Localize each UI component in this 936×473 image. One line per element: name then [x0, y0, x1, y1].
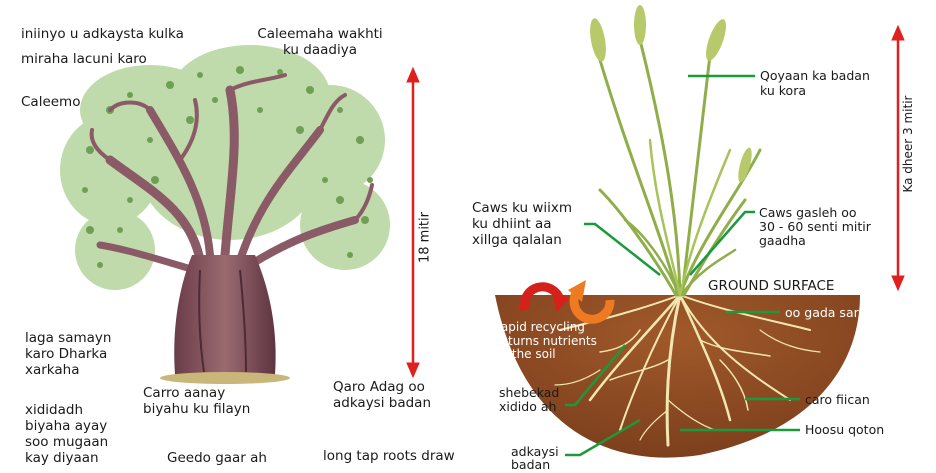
label-grass-height: Ka dheer 3 mitir — [901, 94, 915, 194]
label-network-line-1: shebekad — [499, 386, 559, 400]
label-deep: Hoosu qoton — [805, 422, 884, 438]
label-leaves: Caleemo — [21, 94, 80, 110]
label-recycle: rapid recycling returns nutrients to the… — [496, 321, 597, 362]
label-upper-roots: oo gada sare — [785, 305, 866, 321]
label-hollow-line-2: biyahu ku filayn — [143, 401, 250, 417]
label-recycle-line-2: returns nutrients — [496, 335, 597, 349]
label-tree-height: 18 mitir — [418, 208, 433, 268]
label-ground-surface: GROUND SURFACE — [708, 278, 834, 294]
label-recycle-line-1: rapid recycling — [496, 321, 597, 335]
grass-blades — [600, 40, 760, 295]
label-tap-roots: long tap roots draw — [323, 448, 455, 464]
label-hard-wood: Qaro Adag oo adkaysi badan — [333, 379, 431, 411]
label-seedhead-line-2: ku kora — [760, 83, 870, 98]
label-strength-line-2: badan — [511, 458, 559, 471]
label-roots-line-2: biyaha ayay — [25, 418, 108, 434]
label-leaf-right: Caws gasleh oo 30 - 60 senti mitir gaadh… — [759, 206, 871, 248]
label-leaf-left-line-2: ku dhiint aa — [472, 216, 572, 232]
label-top-2: miraha lacuni karo — [21, 51, 147, 67]
label-deciduous-line-2: ku daadiya — [250, 42, 390, 58]
label-bark-line-1: laga samayn — [25, 330, 111, 346]
label-leaf-left-line-3: xillga qalalan — [472, 232, 572, 248]
label-leaf-right-line-2: 30 - 60 senti mitir — [759, 220, 871, 234]
label-soil: caro fiican — [805, 392, 870, 408]
label-hollow-line-1: Carro aanay — [143, 385, 250, 401]
label-seedhead: Qoyaan ka badan ku kora — [760, 68, 870, 98]
label-hard-wood-line-2: adkaysi badan — [333, 395, 431, 411]
label-hollow: Carro aanay biyahu ku filayn — [143, 385, 250, 417]
label-roots-line-1: xididadh — [25, 402, 108, 418]
grass-seed-heads — [587, 5, 754, 184]
label-leaf-left: Caws ku wiixm ku dhiint aa xillga qalala… — [472, 200, 572, 248]
label-seedhead-line-1: Qoyaan ka badan — [760, 68, 870, 83]
label-roots: xididadh biyaha ayay soo mugaan kay diya… — [25, 402, 108, 466]
label-deciduous: Caleemaha wakhti ku daadiya — [250, 26, 390, 58]
label-recycle-line-3: to the soil — [496, 348, 597, 362]
label-bark: laga samayn karo Dharka xarkaha — [25, 330, 111, 378]
label-network-line-2: xidido ah — [499, 400, 559, 414]
label-hard-wood-line-1: Qaro Adag oo — [333, 379, 431, 395]
label-leaf-left-line-1: Caws ku wiixm — [472, 200, 572, 216]
label-bark-line-2: karo Dharka — [25, 346, 111, 362]
label-network: shebekad xidido ah — [499, 386, 559, 414]
label-leaf-right-line-3: gaadha — [759, 234, 871, 248]
label-deciduous-line-1: Caleemaha wakhti — [250, 26, 390, 42]
label-seed: Geedo gaar ah — [167, 450, 267, 466]
label-roots-line-4: kay diyaan — [25, 450, 108, 466]
label-strength: adkaysi badan — [511, 445, 559, 471]
label-bark-line-3: xarkaha — [25, 362, 111, 378]
label-leaf-right-line-1: Caws gasleh oo — [759, 206, 871, 220]
tree-trunk — [174, 255, 275, 375]
label-top-1: iniinyo u adkaysta kulka — [21, 26, 184, 42]
label-roots-line-3: soo mugaan — [25, 434, 108, 450]
tree-ground — [160, 372, 290, 384]
